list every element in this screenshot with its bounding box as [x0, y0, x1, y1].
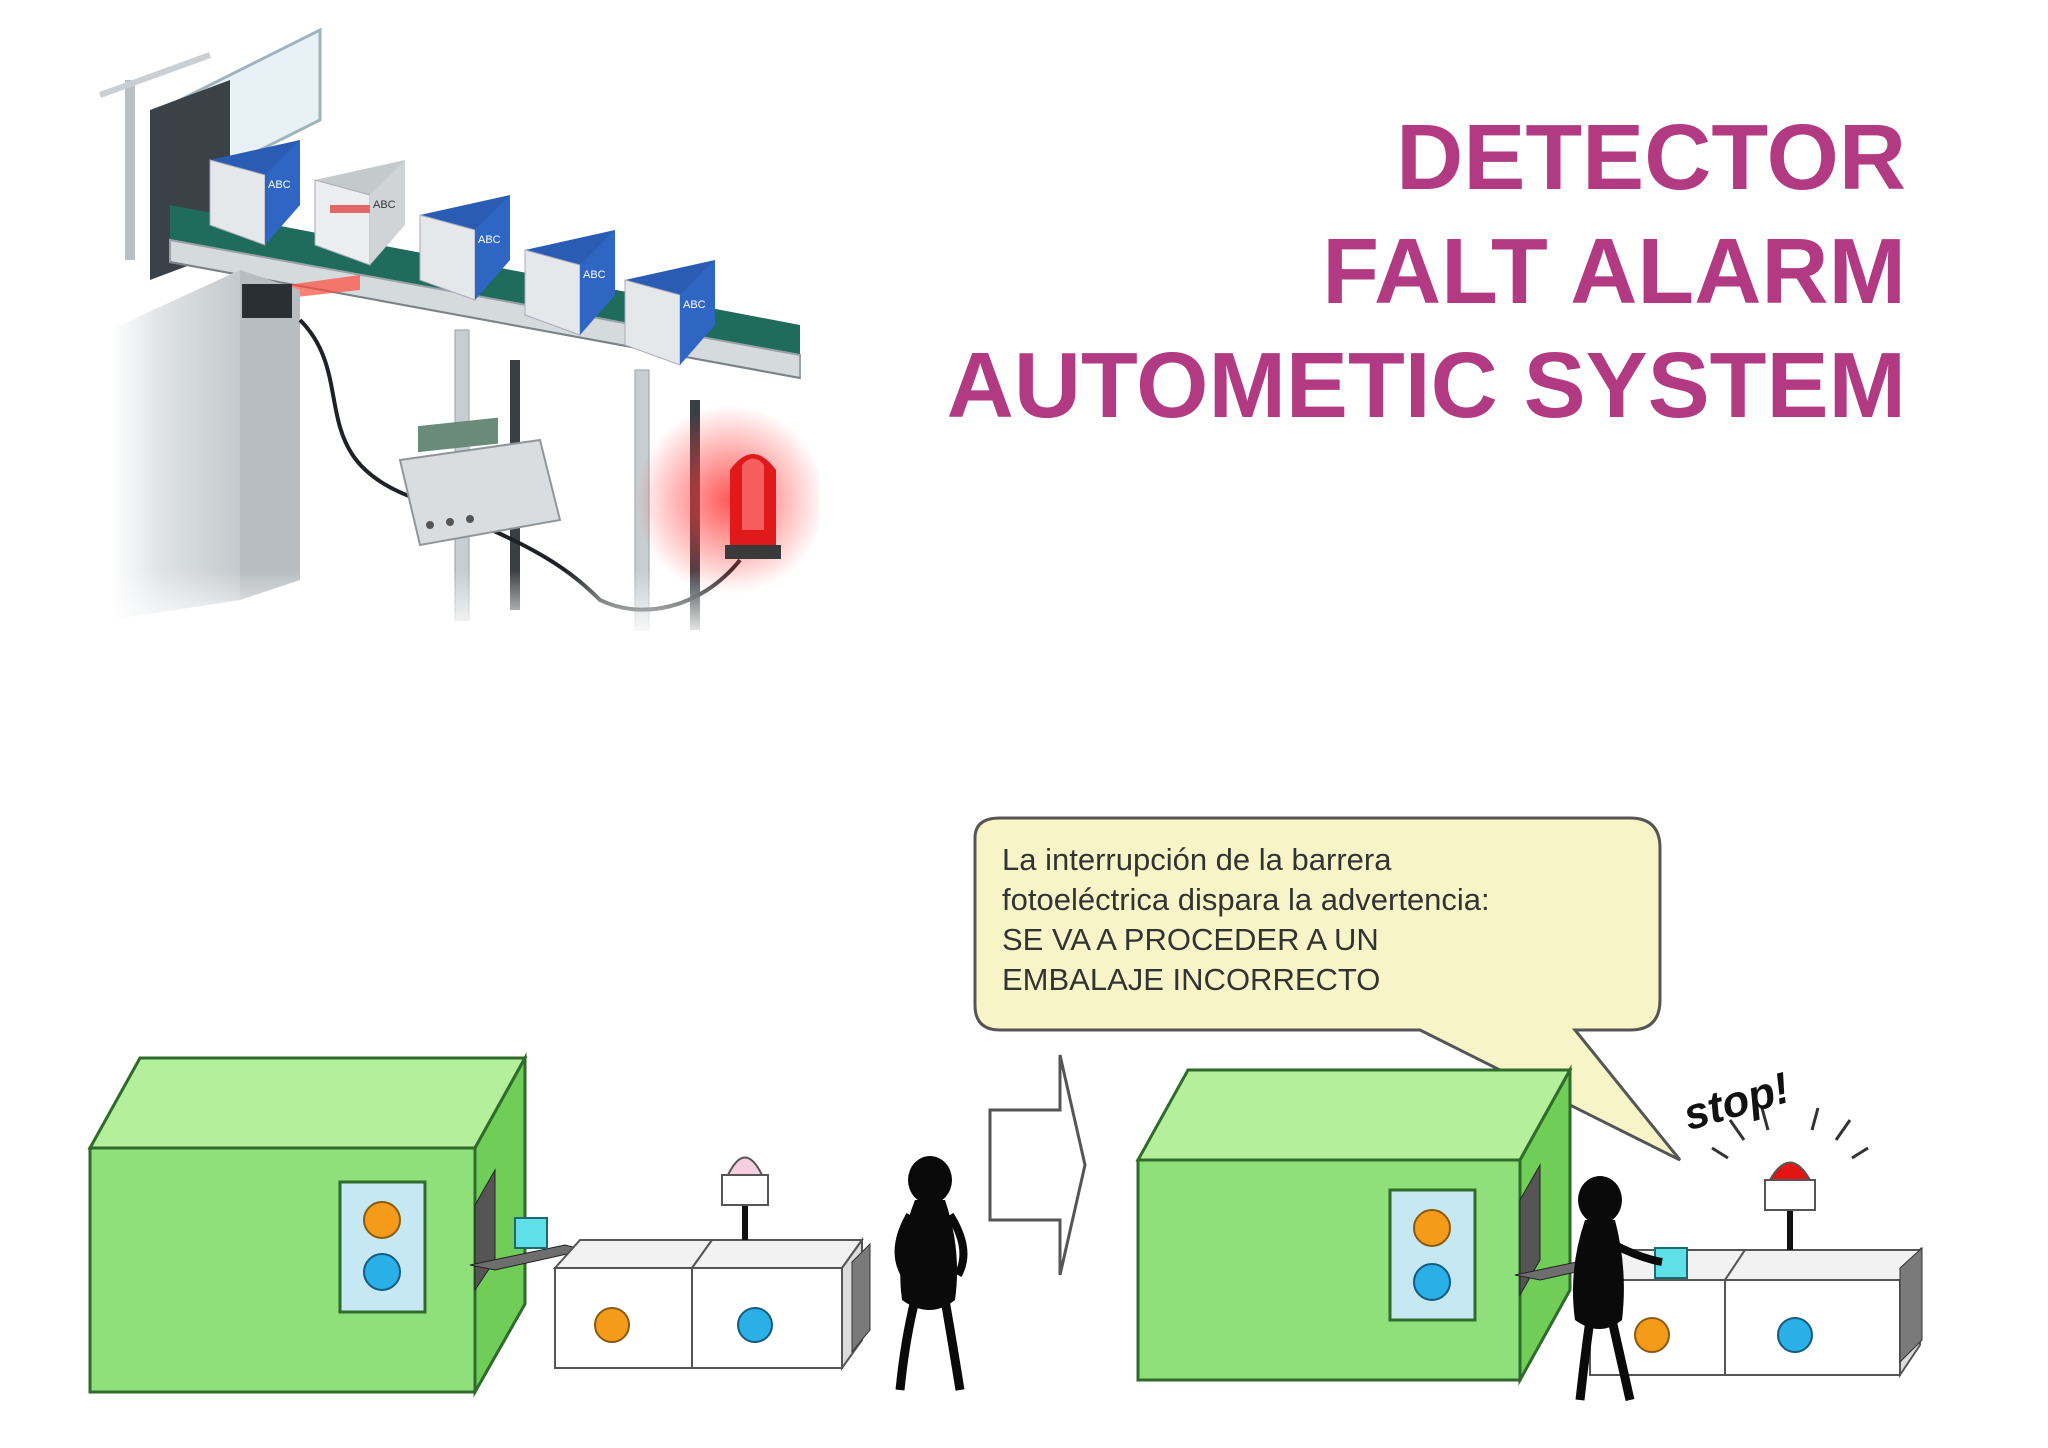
alarm-beacon-icon — [725, 454, 781, 559]
conveyor-detector-illustration: ABC ABC ABC ABC ABC — [0, 27, 820, 640]
orange-button-icon — [594, 1307, 630, 1343]
speech-line: fotoeléctrica dispara la advertencia: — [1002, 882, 1490, 917]
box-label: ABC — [478, 234, 501, 246]
right-scene: stop! — [1135, 1063, 1923, 1401]
box-label: ABC — [683, 299, 706, 311]
worker-figure — [894, 1156, 968, 1391]
packing-machine — [87, 1052, 528, 1398]
slide-title: DETECTOR FALT ALARM AUTOMETIC SYSTEM — [947, 100, 1906, 442]
worker-figure — [1572, 1176, 1663, 1401]
warning-lamp-off-icon — [721, 1156, 769, 1240]
packaging-box — [552, 1239, 714, 1369]
conveyor-box: ABC — [314, 160, 405, 266]
conveyor-box: ABC — [209, 140, 300, 246]
orange-button-icon — [363, 1201, 401, 1239]
orange-button-icon — [1413, 1209, 1451, 1247]
warning-lamp-on-icon — [1711, 1107, 1869, 1250]
box-label: ABC — [373, 199, 396, 211]
speech-line: EMBALAJE INCORRECTO — [1002, 962, 1380, 997]
box-label: ABC — [583, 269, 606, 281]
blue-button-icon — [1413, 1263, 1451, 1301]
title-line-automatic-system: AUTOMETIC SYSTEM — [946, 333, 1906, 437]
blue-button-icon — [1777, 1317, 1813, 1353]
packaging-box — [690, 1236, 864, 1372]
box-label: ABC — [268, 179, 291, 191]
photoelectric-barrier-cartoon: La interrupción de la barrera fotoeléctr… — [87, 816, 1923, 1401]
speech-line: La interrupción de la barrera — [1002, 842, 1392, 877]
conveyor-box: ABC — [624, 260, 715, 366]
alarm-controller — [398, 417, 562, 547]
conveyor-box: ABC — [524, 230, 615, 336]
title-line-falt-alarm: FALT ALARM — [1322, 219, 1906, 323]
packing-machine — [1135, 1064, 1573, 1386]
alarm-glow — [635, 405, 820, 595]
speech-line: SE VA A PROCEDER A UN — [1002, 922, 1379, 957]
conveyor-box: ABC — [419, 195, 510, 301]
support-cabinet — [110, 270, 240, 620]
transition-arrow-icon — [988, 1054, 1087, 1276]
photo-sensor — [242, 284, 292, 318]
orange-button-icon — [1634, 1317, 1670, 1353]
left-scene — [87, 1052, 968, 1398]
packaging-box — [1723, 1246, 1922, 1379]
speech-bubble: La interrupción de la barrera fotoeléctr… — [973, 816, 1682, 1162]
blue-button-icon — [737, 1307, 773, 1343]
product-part — [514, 1217, 548, 1249]
title-line-detector: DETECTOR — [1396, 105, 1906, 209]
blue-button-icon — [363, 1253, 401, 1291]
